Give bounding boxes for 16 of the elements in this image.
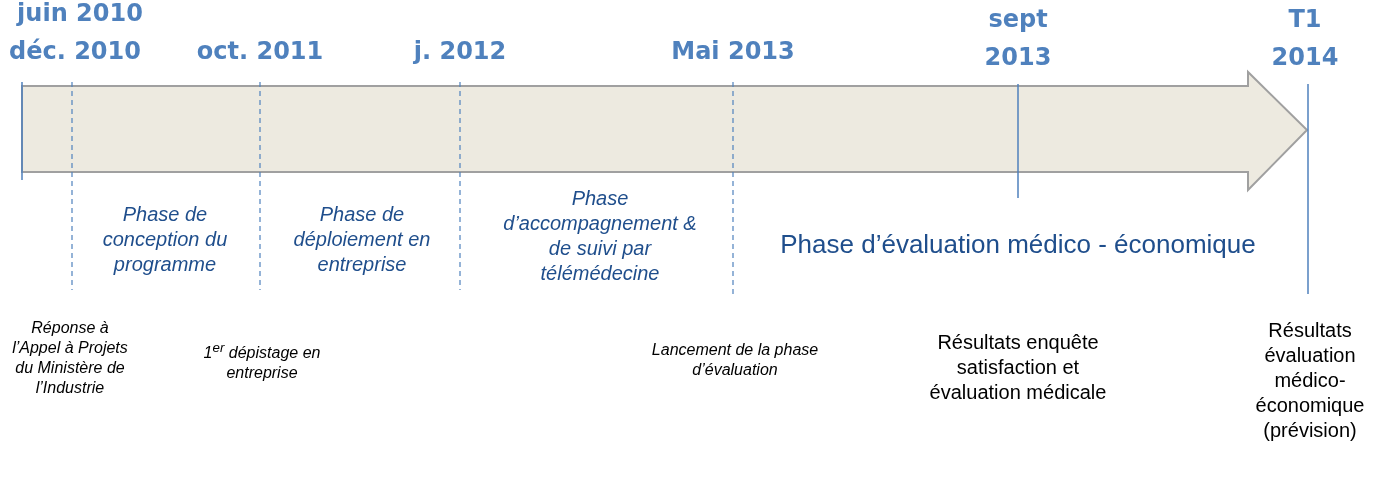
date-label: T1 2014 [1270,4,1340,74]
event-label: Résultats enquête satisfaction et évaluation médicale [928,330,1108,405]
date-label: sept 2013 [983,4,1053,74]
date-label: Mai 2013 [670,36,796,67]
event-label: Résultats évaluation médico- économique (prévision) [1254,318,1366,443]
phase-label: Phase de déploiement en entreprise [292,202,432,277]
date-label: déc. 2010 [8,36,142,67]
event-label: Réponse à l’Appel à Projets du Ministère de l’Industrie [11,318,129,398]
event-label: Lancement de la phase d’évaluation [650,340,820,380]
date-label: juin 2010 [15,0,144,29]
phase-label: Phase de conception du programme [101,202,229,277]
date-label: oct. 2011 [195,36,325,67]
date-label: j. 2012 [412,36,508,67]
phase-label: Phase d’accompagnement & de suivi par télémédecine [502,186,698,286]
event-label: 1$^{er}$ dépistage en entreprise [202,340,322,384]
phase-label: Phase d’évaluation médico - économique [779,228,1257,261]
